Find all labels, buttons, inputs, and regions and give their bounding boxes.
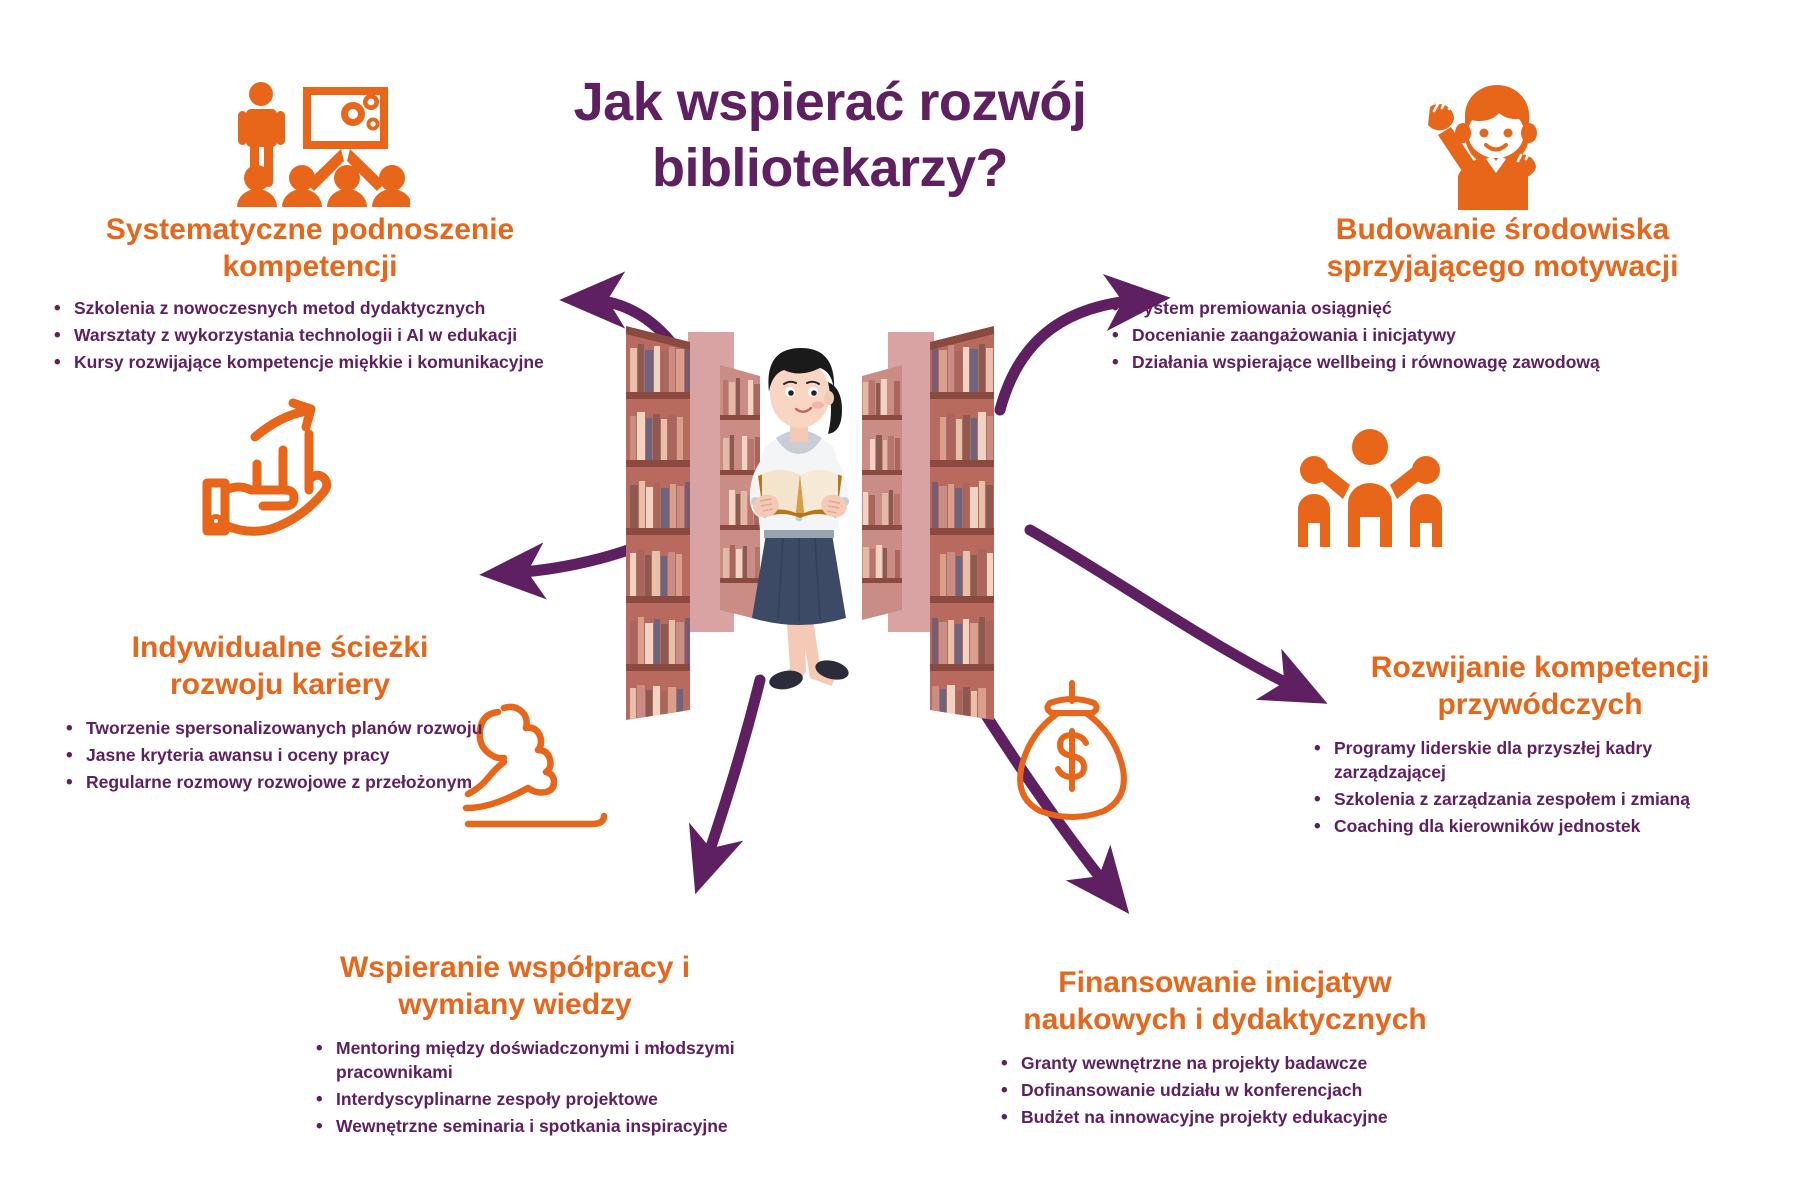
list-item: Regularne rozmowy rozwojowe z przełożony… [66, 770, 520, 796]
section-systematyczne-podnoszenie-kompetencji: Systematyczne podnoszenie kompetencji Sz… [30, 212, 590, 378]
section-heading-line-2: kompetencji [222, 249, 398, 283]
page-title-line-2: bibliotekarzy? [651, 137, 1009, 198]
section-heading-line-1: Systematyczne podnoszenie [105, 213, 515, 246]
section-heading: Wspieranie współpracy i wymiany wiedzy [290, 950, 740, 1023]
list-item: Granty wewnętrzne na projekty badawcze [1001, 1051, 1475, 1077]
list-item: Szkolenia z nowoczesnych metod dydaktycz… [54, 296, 590, 322]
section-bullet-list: System premiowania osiągnięć Docenianie … [1106, 296, 1775, 376]
list-item: Jasne kryteria awansu i oceny pracy [66, 743, 520, 769]
section-heading-line-2: naukowych i dydaktycznych [1023, 1002, 1427, 1036]
section-indywidualne-sciezki-rozwoju-kariery: Indywidualne ścieżki rozwoju kariery Two… [40, 630, 520, 798]
section-heading-line-1: Wspieranie współpracy i [339, 951, 691, 984]
list-item: Coaching dla kierowników jednostek [1314, 814, 1704, 840]
list-item: Programy liderskie dla przyszłej kadry z… [1314, 736, 1704, 785]
list-item: Tworzenie spersonalizowanych planów rozw… [66, 716, 520, 742]
list-item: Szkolenia z zarządzania zespołem i zmian… [1314, 787, 1704, 813]
section-heading-line-1: Indywidualne ścieżki [131, 631, 429, 664]
section-bullet-list: Szkolenia z nowoczesnych metod dydaktycz… [30, 296, 590, 376]
list-item: Kursy rozwijające kompetencje miękkie i … [54, 350, 590, 376]
arrow-to-section-4 [1024, 524, 1328, 704]
list-item: Docenianie zaangażowania i inicjatywy [1112, 323, 1775, 349]
list-item: Interdyscyplinarne zespoły projektowe [316, 1087, 776, 1113]
money-bag-icon [1010, 675, 1135, 820]
list-item: Wewnętrzne seminaria i spotkania inspira… [316, 1114, 776, 1140]
growth-chart-hand-icon [195, 395, 375, 540]
section-bullet-list: Tworzenie spersonalizowanych planów rozw… [40, 716, 520, 796]
section-heading: Systematyczne podnoszenie kompetencji [30, 212, 590, 285]
section-budowanie-srodowiska-sprzyjajacego-motywacji: Budowanie środowiska sprzyjającego motyw… [1112, 212, 1775, 378]
section-bullet-list: Mentoring między doświadczonymi i młodsz… [290, 1036, 776, 1140]
section-rozwijanie-kompetencji-przywodczych: Rozwijanie kompetencji przywódczych Prog… [1300, 650, 1780, 841]
section-wspieranie-wspolpracy-i-wymiany-wiedzy: Wspieranie współpracy i wymiany wiedzy M… [290, 950, 740, 1141]
presentation-training-icon [225, 62, 412, 207]
section-bullet-list: Granty wewnętrzne na projekty badawcze D… [975, 1051, 1475, 1131]
section-heading: Finansowanie inicjatyw naukowych i dydak… [975, 965, 1475, 1038]
list-item: Warsztaty z wykorzystania technologii i … [54, 323, 590, 349]
page-title-line-1: Jak wspierać rozwój [573, 72, 1087, 132]
section-heading: Budowanie środowiska sprzyjającego motyw… [1230, 212, 1775, 285]
section-heading: Rozwijanie kompetencji przywódczych [1300, 650, 1780, 723]
list-item: Budżet na innowacyjne projekty edukacyjn… [1001, 1105, 1475, 1131]
section-heading-line-1: Budowanie środowiska [1335, 213, 1670, 246]
cheering-person-icon [1410, 85, 1570, 210]
page-title: Jak wspierać rozwój bibliotekarzy? [510, 70, 1150, 202]
section-heading-line-2: przywódczych [1437, 687, 1643, 721]
librarian-illustration [626, 326, 994, 720]
list-item: Dofinansowanie udziału w konferencjach [1001, 1078, 1475, 1104]
section-heading-line-2: wymiany wiedzy [398, 987, 632, 1021]
section-heading-line-1: Finansowanie inicjatyw [1058, 966, 1392, 999]
list-item: Działania wspierające wellbeing i równow… [1112, 350, 1775, 376]
list-item: Mentoring między doświadczonymi i młodsz… [316, 1036, 776, 1085]
section-heading-line-2: sprzyjającego motywacji [1326, 249, 1679, 283]
leadership-team-icon [1290, 425, 1450, 550]
section-heading: Indywidualne ścieżki rozwoju kariery [40, 630, 520, 703]
section-finansowanie-inicjatyw-naukowych-i-dydaktycznych: Finansowanie inicjatyw naukowych i dydak… [975, 965, 1475, 1133]
section-heading-line-2: rozwoju kariery [169, 667, 391, 701]
section-heading-line-1: Rozwijanie kompetencji [1370, 651, 1710, 684]
section-bullet-list: Programy liderskie dla przyszłej kadry z… [1300, 736, 1704, 840]
librarian-figure [749, 348, 850, 690]
list-item: System premiowania osiągnięć [1112, 296, 1775, 322]
